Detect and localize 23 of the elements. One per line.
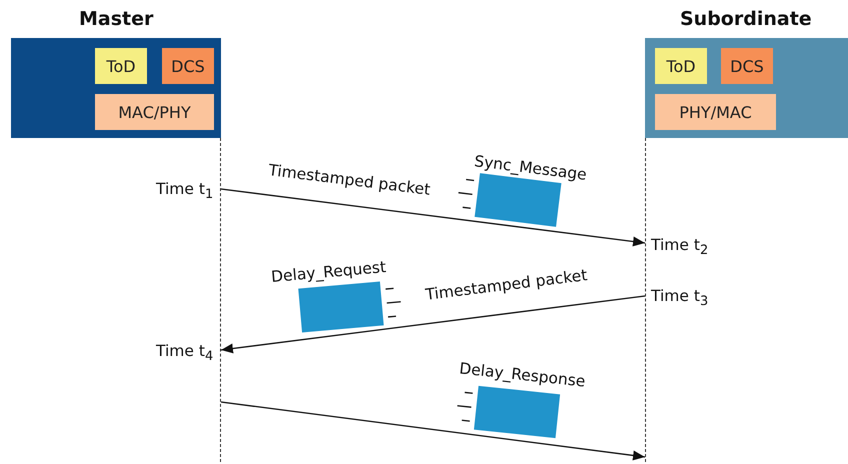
lifeline-title: Subordinate xyxy=(680,8,812,30)
message-arrow xyxy=(220,295,646,354)
message-arrow xyxy=(220,188,646,246)
time-label: Time t$_{3}$ xyxy=(651,287,708,310)
lifeline xyxy=(645,138,646,462)
time-label: Time t$_{2}$ xyxy=(651,236,708,258)
edge-label: Timestamped packet xyxy=(267,161,431,199)
layer-block: ToD xyxy=(655,48,707,84)
layer-block: DCS xyxy=(721,48,773,84)
message-name: Delay_Request xyxy=(270,258,386,286)
time-label: Time t$_{1}$ xyxy=(156,180,214,202)
lifeline-title: Master xyxy=(79,8,154,30)
layer-block: ToD xyxy=(95,48,147,84)
device-panel xyxy=(645,38,848,138)
message-arrow xyxy=(220,401,646,460)
edge-label: Timestamped packet xyxy=(424,266,588,304)
layer-block: DCS xyxy=(162,48,214,84)
layer-block: PHY/MAC xyxy=(655,94,776,130)
layer-block: MAC/PHY xyxy=(95,94,214,130)
lifeline xyxy=(220,138,221,462)
time-label: Time t$_{4}$ xyxy=(156,342,214,364)
device-panel xyxy=(11,38,221,138)
message-name: Delay_Response xyxy=(458,359,586,391)
